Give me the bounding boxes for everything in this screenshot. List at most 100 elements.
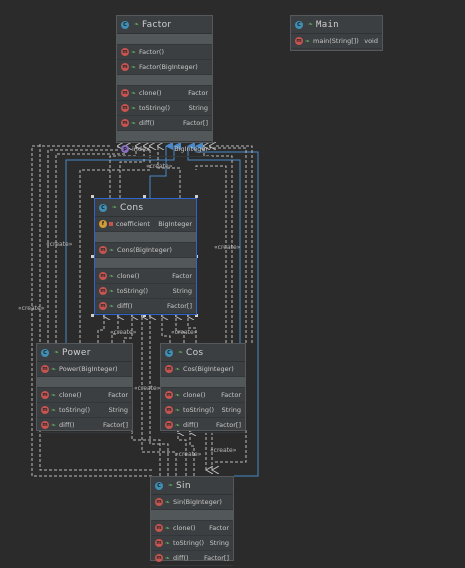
edge-cos-right-loop — [214, 430, 247, 463]
create-label: «create» — [171, 329, 198, 336]
class-cons-separator — [95, 258, 196, 269]
method-icon: m — [99, 287, 107, 295]
method-icon: m — [155, 498, 163, 506]
class-factor-header: C ❧ Factor — [117, 16, 212, 34]
method-icon: m — [155, 539, 163, 547]
class-sin[interactable]: C ❧ Sin m❧Sin(BigInteger) m❧clone()Facto… — [150, 476, 234, 566]
class-icon: C — [99, 203, 107, 212]
method-icon: m — [165, 391, 173, 399]
method-icon: m — [121, 48, 129, 56]
selection-handle[interactable] — [143, 195, 146, 198]
method-icon: m — [121, 89, 129, 97]
edge-power-cons-3 — [123, 316, 132, 343]
member-row[interactable]: m❧clone()Factor — [37, 388, 132, 403]
edge-sin-factor-1 — [31, 145, 152, 477]
member-row[interactable]: m❧diff()Factor[] — [37, 418, 132, 433]
public-leaf-icon: ❧ — [109, 287, 115, 295]
create-label: «create» — [46, 241, 73, 248]
public-leaf-icon: ❧ — [165, 498, 171, 506]
public-leaf-icon: ❧ — [175, 391, 181, 399]
edge-cos-factor-1 — [195, 165, 227, 343]
create-label: «create» — [210, 447, 237, 454]
public-leaf-icon: ❧ — [168, 482, 174, 489]
public-leaf-icon: ❧ — [165, 539, 171, 547]
create-label: «create» — [175, 451, 202, 458]
member-row[interactable]: m❧Factor() — [117, 45, 212, 60]
member-row[interactable]: m❧clone()Factor — [95, 269, 196, 284]
class-power[interactable]: C ❧ Power m❧Power(BigInteger) m❧clone()F… — [36, 343, 133, 433]
member-row[interactable]: m❧clone()Factor — [161, 388, 245, 403]
member-row[interactable]: m❧clone()Factor — [117, 86, 212, 101]
class-main-name: Main — [316, 19, 339, 30]
edge-power-cons-2 — [111, 316, 118, 343]
edge-sin-power-1 — [131, 430, 161, 476]
public-leaf-icon: ❧ — [51, 391, 57, 399]
member-row[interactable]: m❧diff()Factor[] — [161, 418, 245, 433]
class-icon: C — [295, 20, 303, 29]
inheritance-edges — [65, 142, 259, 477]
member-row[interactable]: m❧Sin(BigInteger) — [151, 495, 233, 510]
selection-handle[interactable] — [195, 195, 198, 198]
member-row[interactable]: m❧Cons(BigInteger) — [95, 243, 196, 258]
selection-handle[interactable] — [91, 195, 94, 198]
edge-sin-extends-factor — [195, 142, 259, 477]
class-factor[interactable]: C ❧ Factor m❧Factor() m❧Factor(BigIntege… — [116, 15, 213, 157]
member-row[interactable]: m❧clone()Factor — [151, 521, 233, 536]
member-row[interactable]: m❧Power(BigInteger) — [37, 362, 132, 377]
member-row[interactable]: m❧toString()String — [37, 403, 132, 418]
class-power-header: C ❧ Power — [37, 344, 132, 362]
class-main[interactable]: C ❧ Main m❧main(String[])void — [290, 15, 383, 51]
class-icon: C — [155, 481, 163, 490]
class-icon: C — [121, 20, 129, 29]
selection-handle[interactable] — [91, 255, 94, 258]
member-row[interactable]: m❧toString()String — [117, 101, 212, 116]
public-leaf-icon: ❧ — [175, 421, 181, 429]
member-row[interactable]: m❧Factor(BigInteger) — [117, 60, 212, 75]
member-row[interactable]: m❧toString()String — [151, 536, 233, 551]
method-icon: m — [165, 406, 173, 414]
member-row[interactable]: m❧Cos(BigInteger) — [161, 362, 245, 377]
edge-sin-cons-1 — [142, 316, 177, 476]
selection-handle[interactable] — [91, 314, 94, 317]
method-icon: m — [155, 524, 163, 532]
class-power-name: Power — [62, 347, 91, 358]
public-leaf-icon: ❧ — [51, 365, 57, 373]
method-icon: m — [165, 421, 173, 429]
member-row[interactable]: m❧diff()Factor[] — [117, 116, 212, 131]
edge-cos-extends-factor — [187, 142, 241, 343]
method-icon: m — [99, 246, 107, 254]
class-cos[interactable]: C ❧ Cos m❧Cos(BigInteger) m❧clone()Facto… — [160, 343, 246, 433]
edge-power-factor-1 — [47, 146, 118, 343]
selection-handle[interactable] — [195, 314, 198, 317]
public-leaf-icon: ❧ — [54, 349, 60, 356]
member-row[interactable]: m❧diff()Factor[] — [151, 551, 233, 566]
edge-cos-cons-1 — [162, 316, 171, 343]
class-icon: C — [165, 348, 173, 357]
public-leaf-icon: ❧ — [131, 63, 137, 71]
method-icon: m — [121, 119, 129, 127]
edge-power-cons-1 — [97, 316, 104, 343]
member-row[interactable]: m❧diff()Factor[] — [95, 299, 196, 314]
edge-power-factor-3 — [79, 146, 150, 343]
member-row[interactable]: m❧main(String[])void — [291, 34, 382, 49]
member-row[interactable]: m❧toString()String — [161, 403, 245, 418]
edge-sin-cos-1 — [178, 432, 187, 476]
method-icon: m — [121, 104, 129, 112]
public-leaf-icon: ❧ — [51, 421, 57, 429]
edge-sin-cons-2 — [150, 316, 169, 476]
method-icon: m — [41, 365, 49, 373]
public-leaf-icon: ❧ — [131, 119, 137, 127]
class-main-header: C ❧ Main — [291, 16, 382, 34]
member-row[interactable]: m❧toString()String — [95, 284, 196, 299]
class-factor-name: Factor — [142, 19, 172, 30]
public-leaf-icon: ❧ — [308, 21, 314, 28]
method-icon: m — [41, 421, 49, 429]
method-icon: m — [121, 63, 129, 71]
create-label: «create» — [110, 329, 137, 336]
public-leaf-icon: ❧ — [109, 246, 115, 254]
selection-handle[interactable] — [143, 314, 146, 317]
